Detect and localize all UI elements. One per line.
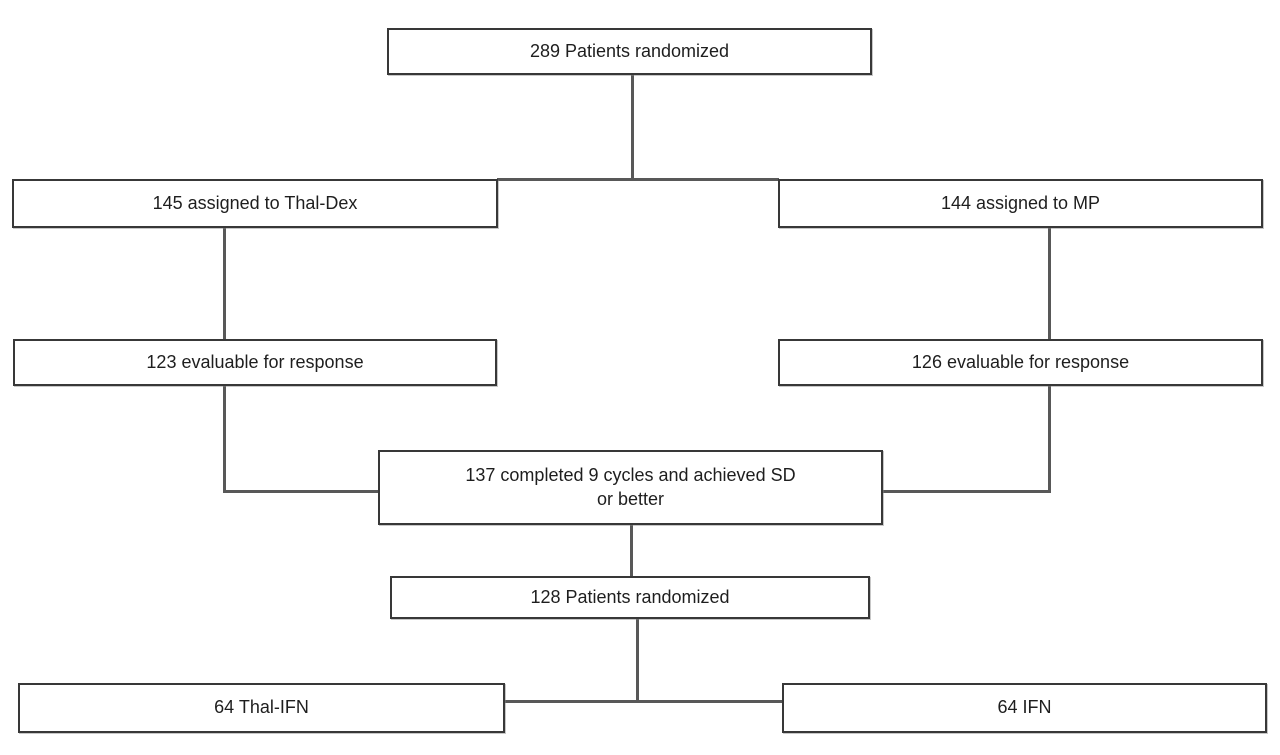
node-145-assigned-thal-dex: 145 assigned to Thal-Dex: [12, 179, 498, 228]
node-144-assigned-mp: 144 assigned to MP: [778, 179, 1263, 228]
node-label: 126 evaluable for response: [911, 351, 1130, 372]
node-label: 145 assigned to Thal-Dex: [152, 192, 358, 213]
connector-top-vertical: [631, 75, 634, 181]
connector-left-arm-vertical: [223, 227, 226, 340]
connector-bottom-horizontal: [504, 700, 783, 703]
node-123-evaluable-response: 123 evaluable for response: [13, 339, 497, 386]
connector-right-elbow-horizontal: [882, 490, 1051, 493]
node-label: 128 Patients randomized: [530, 586, 730, 607]
connector-right-elbow-vertical: [1048, 385, 1051, 493]
node-289-patients-randomized: 289 Patients randomized: [387, 28, 872, 75]
node-label: 64 IFN: [997, 697, 1052, 718]
node-128-patients-randomized: 128 Patients randomized: [390, 576, 870, 619]
node-label: 144 assigned to MP: [940, 192, 1101, 213]
node-137-completed-9-cycles: 137 completed 9 cycles and achieved SD o…: [378, 450, 883, 525]
node-label: 64 Thal-IFN: [214, 697, 309, 718]
connector-row2-horizontal: [497, 178, 779, 181]
node-126-evaluable-response: 126 evaluable for response: [778, 339, 1263, 386]
node-label: 289 Patients randomized: [529, 40, 730, 61]
connector-completed-to-randomized: [630, 524, 633, 577]
connector-left-elbow-horizontal: [223, 490, 379, 493]
node-label: 123 evaluable for response: [146, 351, 364, 372]
connector-right-arm-vertical: [1048, 227, 1051, 340]
connector-left-elbow-vertical: [223, 385, 226, 493]
node-label: 137 completed 9 cycles and achieved SD o…: [465, 465, 796, 509]
connector-bottom-vertical: [636, 618, 639, 703]
node-64-thal-ifn: 64 Thal-IFN: [18, 683, 505, 733]
node-64-ifn: 64 IFN: [782, 683, 1267, 733]
